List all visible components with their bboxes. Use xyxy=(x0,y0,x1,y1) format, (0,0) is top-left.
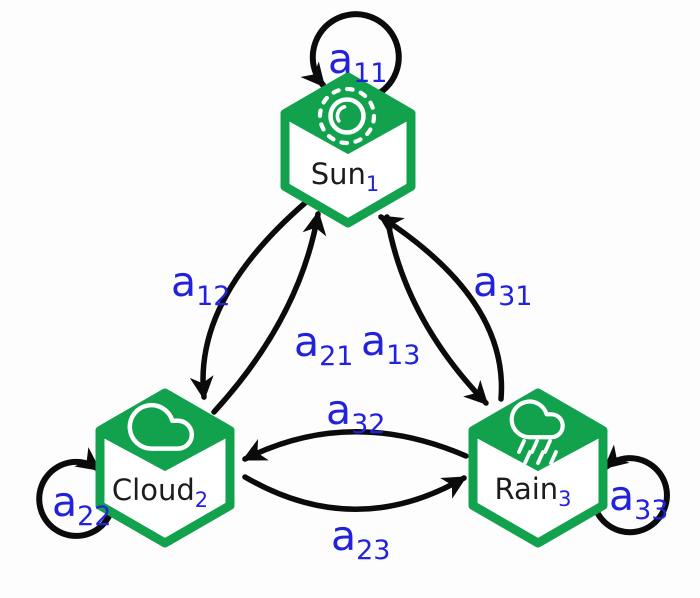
label-a11-sub: 11 xyxy=(353,58,387,89)
label-a12-sub: 12 xyxy=(196,281,230,312)
cloud-label-subscript: 2 xyxy=(195,488,208,512)
label-a22-base: a xyxy=(52,478,77,526)
sun-icon xyxy=(317,86,377,146)
arrow-a31-rain-to-sun xyxy=(378,214,505,402)
node-cloud: Cloud2 xyxy=(95,388,235,548)
label-a21-base: a xyxy=(294,318,319,366)
sun-hexagon-top-face xyxy=(284,78,412,154)
node-sun: Sun1 xyxy=(280,72,416,228)
sun-label: Sun1 xyxy=(311,157,380,196)
cloud-icon xyxy=(127,402,194,451)
label-a32: a32 xyxy=(326,386,385,440)
arrow-a32-rain-to-cloud xyxy=(241,429,469,462)
rain-drop xyxy=(543,439,552,454)
label-a22-sub: 22 xyxy=(77,501,111,532)
label-a31: a31 xyxy=(473,258,532,312)
sun-rays xyxy=(317,86,377,146)
label-a23: a23 xyxy=(331,512,390,566)
self-loop-a33 xyxy=(594,444,670,536)
rain-drop xyxy=(530,439,539,454)
label-a33-sub: 33 xyxy=(634,495,668,526)
label-a31-sub: 31 xyxy=(498,281,532,312)
sun-label-subscript: 1 xyxy=(366,172,379,196)
self-loop-a11 xyxy=(300,11,402,100)
label-a13-sub: 13 xyxy=(386,340,420,371)
label-a32-sub: 32 xyxy=(351,409,385,440)
rain-drops xyxy=(517,439,558,465)
arrow-a13-sun-to-rain xyxy=(384,214,489,406)
label-a21-sub: 21 xyxy=(319,341,353,372)
label-a33: a33 xyxy=(609,472,668,526)
rain-label-subscript: 3 xyxy=(558,487,571,511)
label-a12-base: a xyxy=(171,258,196,306)
cloud-label: Cloud2 xyxy=(112,473,208,512)
label-a21: a21 xyxy=(294,318,353,372)
label-a33-base: a xyxy=(609,472,634,520)
label-a13-base: a xyxy=(361,317,386,365)
node-rain: Rain3 xyxy=(468,388,608,548)
rain-drop xyxy=(517,439,526,454)
label-a22: a22 xyxy=(52,478,111,532)
label-a13: a13 xyxy=(361,317,420,371)
cloud-label-text: Cloud xyxy=(112,473,195,507)
sun-highlight-arc xyxy=(335,105,347,123)
rain-label: Rain3 xyxy=(494,472,571,511)
sun-disc xyxy=(328,97,366,135)
label-a32-base: a xyxy=(326,386,351,434)
arrow-a23-cloud-to-rain xyxy=(242,474,467,512)
label-a23-sub: 23 xyxy=(356,535,390,566)
label-a12: a12 xyxy=(171,258,230,312)
label-a11-base: a xyxy=(328,35,353,83)
sun-label-text: Sun xyxy=(311,157,366,191)
cloud-outline xyxy=(127,402,194,451)
rain-cloud-icon xyxy=(509,399,565,465)
label-a11: a11 xyxy=(328,35,387,89)
arrow-a21-cloud-to-sun xyxy=(211,210,327,415)
rain-cloud-outline xyxy=(509,399,565,440)
rain-drop xyxy=(523,450,532,465)
rain-drop xyxy=(549,450,558,465)
arrow-a12-sun-to-cloud xyxy=(189,200,308,401)
rain-drop xyxy=(536,450,545,465)
self-loop-a22 xyxy=(36,447,113,539)
rain-label-text: Rain xyxy=(494,472,558,506)
label-a23-base: a xyxy=(331,512,356,560)
label-a31-base: a xyxy=(473,258,498,306)
